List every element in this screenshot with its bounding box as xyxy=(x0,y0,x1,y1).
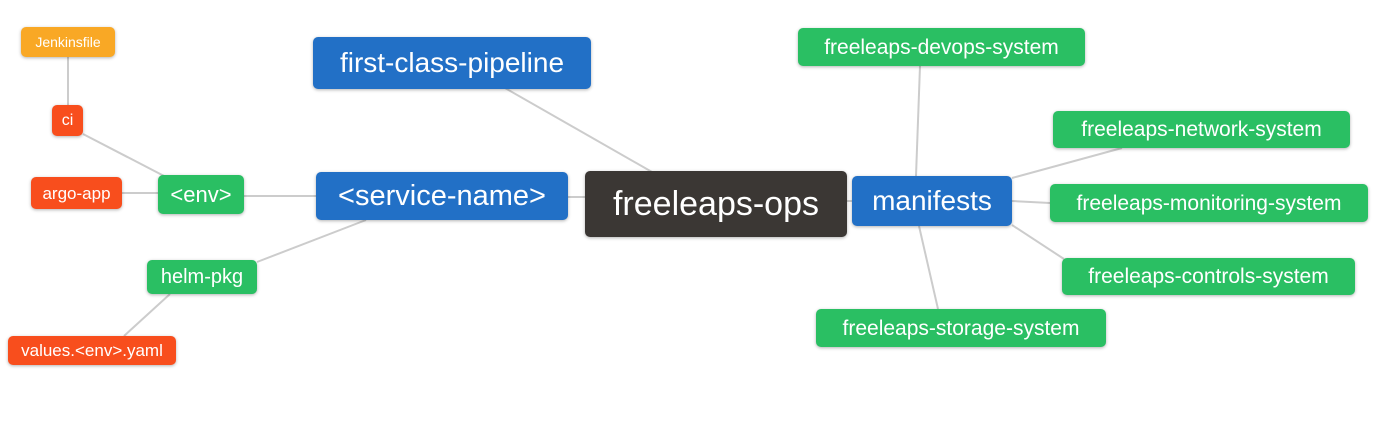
edge-service-name-to-helm-pkg xyxy=(256,219,367,263)
node-env[interactable]: <env> xyxy=(158,175,244,214)
edge-ci-to-env xyxy=(82,133,167,178)
edge-manifests-to-freeleaps-monitoring-system xyxy=(1011,200,1051,204)
edge-manifests-to-freeleaps-storage-system xyxy=(918,225,939,310)
node-jenkinsfile[interactable]: Jenkinsfile xyxy=(21,27,115,57)
node-helm-pkg[interactable]: helm-pkg xyxy=(147,260,257,294)
edge-helm-pkg-to-values-env-yaml xyxy=(123,293,171,337)
edge-manifests-to-freeleaps-devops-system xyxy=(915,65,921,177)
edge-manifests-to-freeleaps-controls-system xyxy=(1011,224,1065,260)
edge-manifests-to-freeleaps-network-system xyxy=(1011,147,1123,179)
node-freeleaps-network-system[interactable]: freeleaps-network-system xyxy=(1053,111,1350,148)
node-values-env-yaml[interactable]: values.<env>.yaml xyxy=(8,336,176,365)
node-freeleaps-devops-system[interactable]: freeleaps-devops-system xyxy=(798,28,1085,66)
node-argo-app[interactable]: argo-app xyxy=(31,177,122,209)
node-service-name[interactable]: <service-name> xyxy=(316,172,568,220)
edge-first-class-pipeline-to-freeleaps-ops xyxy=(504,87,653,173)
node-first-class-pipeline[interactable]: first-class-pipeline xyxy=(313,37,591,89)
node-freeleaps-storage-system[interactable]: freeleaps-storage-system xyxy=(816,309,1106,347)
node-freeleaps-monitoring-system[interactable]: freeleaps-monitoring-system xyxy=(1050,184,1368,222)
node-manifests[interactable]: manifests xyxy=(852,176,1012,226)
node-ci[interactable]: ci xyxy=(52,105,83,136)
node-freeleaps-controls-system[interactable]: freeleaps-controls-system xyxy=(1062,258,1355,295)
node-freeleaps-ops[interactable]: freeleaps-ops xyxy=(585,171,847,237)
